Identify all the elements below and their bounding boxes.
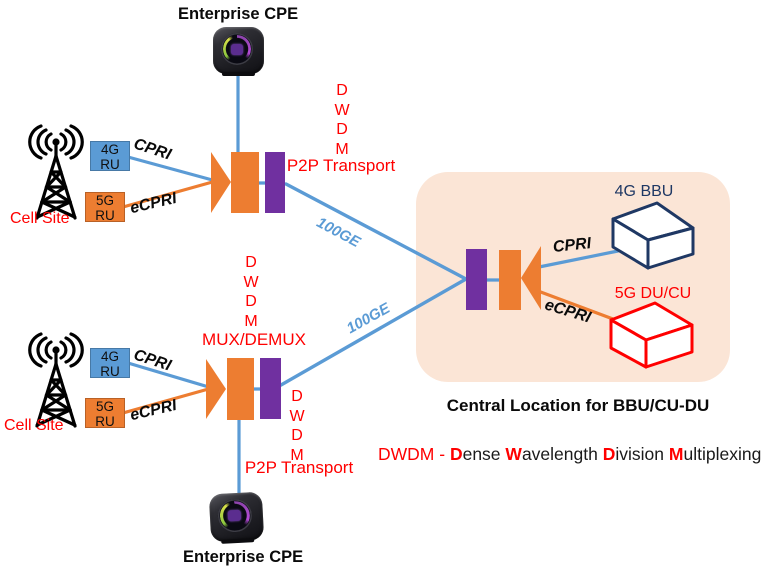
dwdm-stack-middle: D W D M [231, 253, 271, 331]
dwdm-legend: DWDM - Dense Wavelength Division Multipl… [378, 444, 761, 465]
dwdm-letter: M [244, 312, 258, 330]
cpri-link-central [537, 249, 620, 269]
cpri-link-site-bottom [126, 361, 214, 390]
ru-line1: 5G [95, 193, 114, 208]
legend-dash: - [439, 444, 446, 464]
legend-initial: M [668, 444, 684, 464]
ru-line1: 4G [100, 349, 119, 364]
dwdm-letter: M [290, 446, 304, 464]
ru-4g-box-bottom: 4G RU [90, 348, 130, 379]
enterprise-cpe-label-top: Enterprise CPE [178, 5, 299, 23]
cell-tower-icon-bottom [28, 332, 84, 428]
legend-word-rest: ense [462, 444, 501, 464]
mux-demux-icon-top [211, 152, 259, 213]
ecpri-link-central [536, 289, 615, 321]
ru-5g-box-bottom: 5G RU [85, 398, 125, 429]
dwdm-stack-bottom: D W D M [277, 387, 317, 465]
ru-line2: RU [95, 208, 115, 223]
dwdm-letter: W [289, 407, 305, 425]
100ge-link-top [284, 182, 468, 281]
transponder-icon-top [265, 152, 285, 213]
dwdm-letter: D [291, 427, 303, 444]
100ge-link-bottom [279, 277, 468, 387]
p2p-transport-label-bottom: P2P Transport [244, 458, 354, 477]
du-cu-5g-label: 5G DU/CU [614, 285, 692, 302]
cell-site-label-top: Cell Site [10, 210, 70, 227]
cpri-link-site-top [126, 155, 218, 183]
dwdm-letter: D [336, 121, 348, 138]
mux-demux-icon-bottom [206, 358, 254, 420]
central-location-label: Central Location for BBU/CU-DU [446, 396, 710, 415]
dwdm-letter: D [245, 254, 257, 271]
legend-acronym: DWDM [378, 444, 435, 464]
transponder-icon-central [466, 249, 487, 310]
dwdm-letter: D [336, 82, 348, 99]
legend-word-rest: avelength [521, 444, 598, 464]
cpe-port-strip [222, 72, 255, 76]
dwdm-letter: W [243, 273, 259, 291]
cpe-screen [217, 498, 253, 533]
ru-5g-box-top: 5G RU [85, 192, 125, 223]
legend-initial: W [505, 444, 522, 464]
bbu-4g-label: 4G BBU [614, 183, 674, 200]
ru-line2: RU [100, 364, 120, 379]
ru-line1: 4G [100, 142, 119, 157]
cell-site-label-bottom: Cell Site [4, 417, 64, 434]
dwdm-stack-top: D W D M [322, 81, 362, 159]
cpe-screen-ui [228, 509, 242, 522]
mux-demux-icon-central [499, 246, 541, 310]
legend-word-rest: ivision [615, 444, 665, 464]
enterprise-cpe-device-bottom [208, 491, 265, 544]
dwdm-letter: W [334, 101, 350, 119]
cell-tower-icon-top [28, 124, 84, 220]
transponder-icon-bottom [260, 358, 281, 419]
mux-demux-label: MUX/DEMUX [202, 330, 306, 349]
ecpri-link-site-bottom [121, 386, 214, 415]
du-cu-5g-box-icon [609, 301, 694, 369]
cpe-screen [220, 33, 254, 66]
legend-word-rest: ultiplexing [683, 444, 762, 464]
ecpri-link-site-top [121, 179, 218, 209]
p2p-transport-label-top: P2P Transport [286, 156, 396, 175]
cpe-screen-ui [230, 43, 244, 55]
dwdm-letter: D [291, 388, 303, 405]
legend-initial: D [602, 444, 616, 464]
dwdm-letter: M [335, 140, 349, 158]
enterprise-cpe-device-top [213, 27, 264, 76]
bbu-4g-box-icon [611, 201, 695, 270]
dwdm-letter: D [245, 293, 257, 310]
ru-4g-box-top: 4G RU [90, 141, 130, 172]
legend-initial: D [449, 444, 463, 464]
ru-line1: 5G [95, 399, 114, 414]
ru-line2: RU [95, 414, 115, 429]
ru-line2: RU [100, 157, 120, 172]
enterprise-cpe-label-bottom: Enterprise CPE [183, 548, 304, 566]
